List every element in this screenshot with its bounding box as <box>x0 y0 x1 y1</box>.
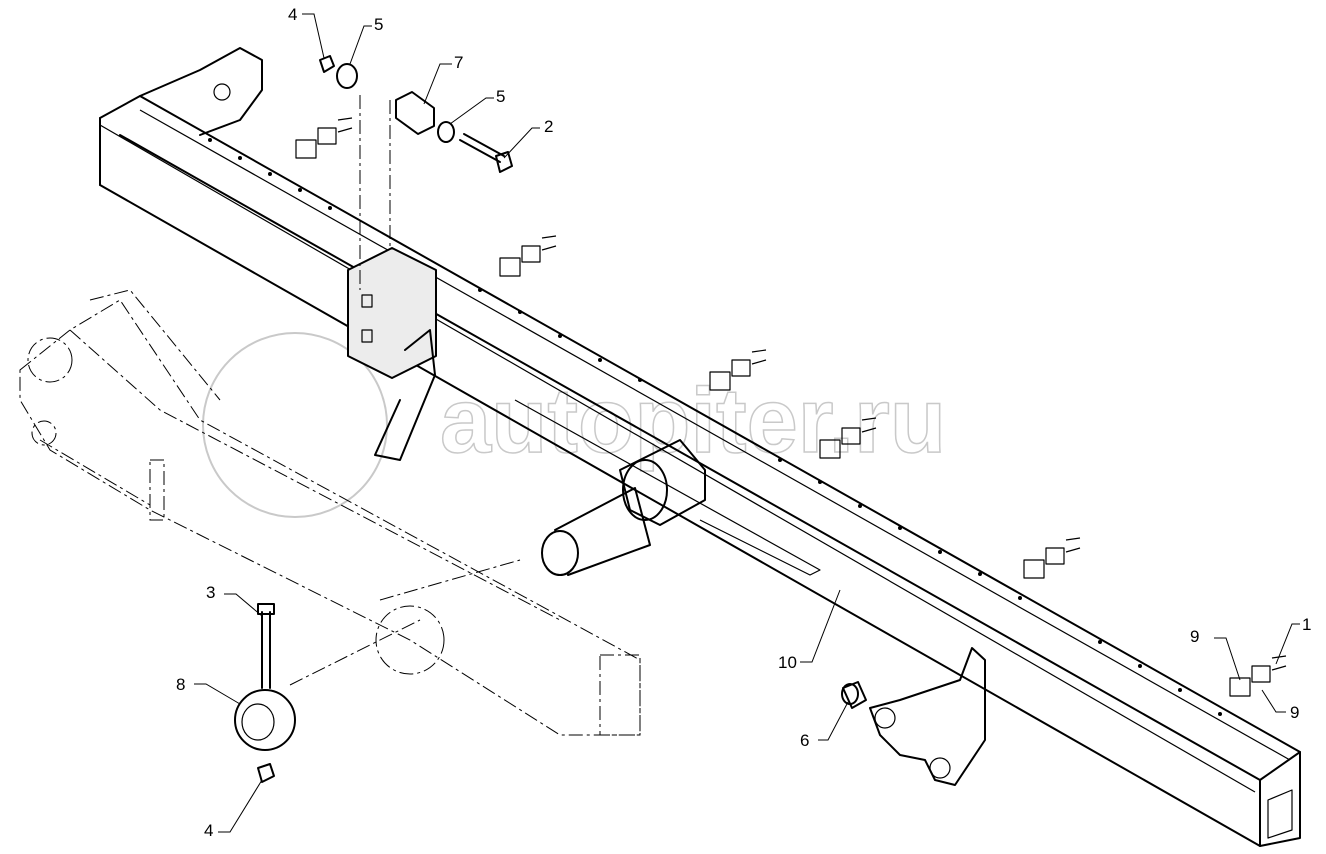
bushing-part-6 <box>841 681 867 709</box>
callout-2: 2 <box>544 117 553 136</box>
bushing-part-8 <box>234 689 296 751</box>
callout-7: 7 <box>454 53 463 72</box>
callout-6: 6 <box>800 731 809 750</box>
fasteners-bottom <box>234 603 296 783</box>
callout-5: 5 <box>374 15 383 34</box>
clamp-set <box>819 417 877 459</box>
clamp-set <box>295 117 353 159</box>
right-bracket <box>869 647 986 786</box>
left-end-bracket <box>139 47 263 136</box>
callout-5: 5 <box>496 87 505 106</box>
leader-lines <box>194 13 1300 833</box>
callout-10: 10 <box>778 653 797 672</box>
callout-9: 9 <box>1290 703 1299 722</box>
clamp-set <box>709 349 767 391</box>
bolt-part-3 <box>261 611 271 689</box>
callout-4: 4 <box>204 821 213 840</box>
mounting-plate-left <box>347 247 437 461</box>
fasteners-top <box>319 55 513 290</box>
clamp-set <box>1023 537 1081 579</box>
main-cross-beam <box>99 95 1301 847</box>
spacer-part-7 <box>395 91 435 135</box>
washer-part-5 <box>336 63 358 89</box>
callout-4: 4 <box>288 5 297 24</box>
centre-spindle <box>514 399 821 576</box>
phantom-axle-beam <box>19 289 641 736</box>
beam-holes <box>208 138 1222 716</box>
callout-8: 8 <box>176 675 185 694</box>
clamp-set <box>499 235 557 277</box>
bolt-part-2 <box>459 133 505 163</box>
callout-3: 3 <box>206 583 215 602</box>
callout-1: 1 <box>1302 615 1311 634</box>
nut-part-4 <box>319 55 335 73</box>
washer-part-5b <box>437 121 455 143</box>
callout-9: 9 <box>1190 627 1199 646</box>
callout-labels: 4 5 7 5 2 3 8 4 6 10 9 1 9 <box>176 5 1311 840</box>
nut-part-4b <box>257 763 275 783</box>
